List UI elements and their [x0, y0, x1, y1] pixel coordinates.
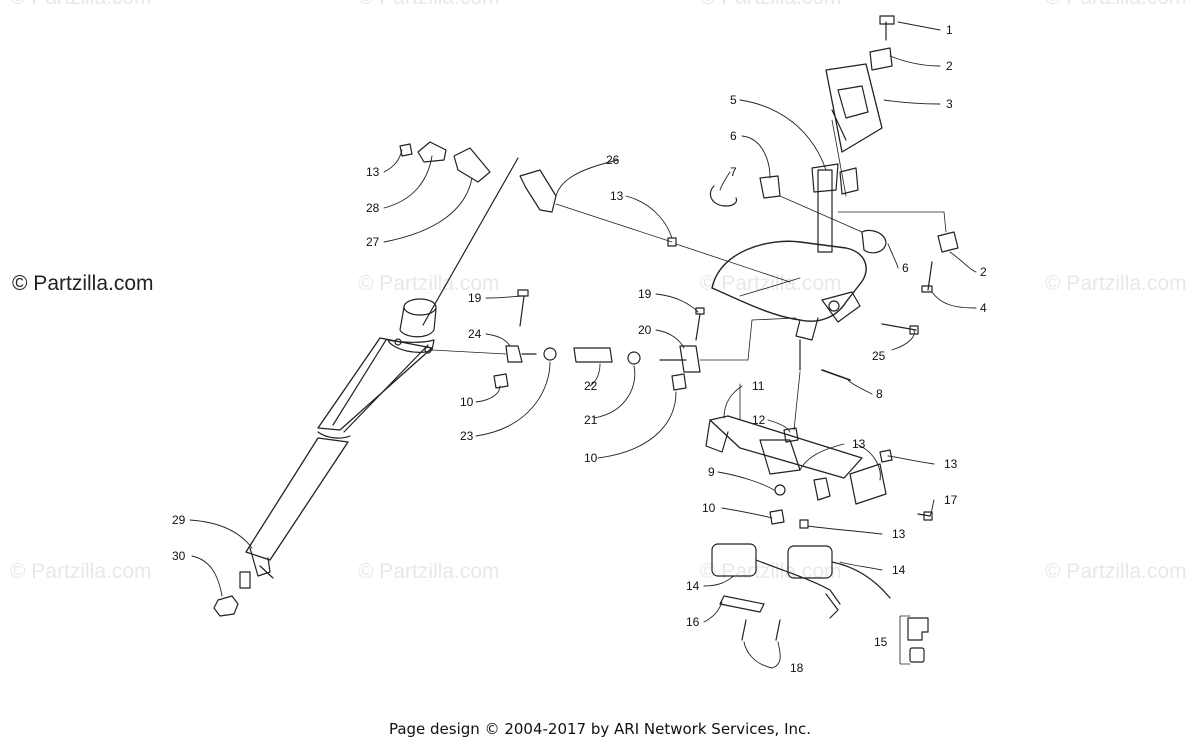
callout-9: 9: [708, 465, 715, 479]
callout-13: 13: [610, 189, 624, 203]
callout-25: 25: [872, 349, 886, 363]
callout-19: 19: [638, 287, 652, 301]
callout-23: 23: [460, 429, 474, 443]
callout-20: 20: [638, 323, 652, 337]
callout-14: 14: [892, 563, 906, 577]
callout-24: 24: [468, 327, 482, 341]
grip-heater-parts: [711, 543, 929, 665]
callout-3: 3: [946, 97, 953, 111]
page-footer: Page design © 2004-2017 by ARI Network S…: [388, 720, 812, 738]
steering-post-shaft: [245, 157, 519, 579]
tie-rod-end-parts: [399, 141, 791, 283]
callout-18: 18: [790, 661, 804, 675]
watermark: © Partzilla.com: [1045, 0, 1187, 10]
callout-12: 12: [752, 413, 766, 427]
watermark: © Partzilla.com: [358, 272, 500, 295]
watermark: © Partzilla.com: [1045, 272, 1187, 295]
callout-17: 17: [944, 493, 958, 507]
lower-steering-support: [705, 383, 933, 529]
callout-28: 28: [366, 201, 380, 215]
callout-22: 22: [584, 379, 598, 393]
bolt-and-pin-parts: [793, 323, 919, 431]
callout-8: 8: [876, 387, 883, 401]
callout-13: 13: [944, 457, 958, 471]
watermark: © Partzilla.com: [358, 560, 500, 583]
watermark: © Partzilla.com: [1045, 560, 1187, 583]
callout-2: 2: [980, 265, 987, 279]
brand-watermark: © Partzilla.com: [12, 272, 154, 295]
callout-2: 2: [946, 59, 953, 73]
callout-labels: 1 2 3 5 6 7 2 4 26 13 13 28 27 19 24 19 …: [172, 23, 987, 675]
callout-4: 4: [980, 301, 987, 315]
callout-5: 5: [730, 93, 737, 107]
steering-bracket-casting: [711, 163, 867, 341]
watermark: © Partzilla.com: [10, 0, 152, 10]
handlebar-clamp: [825, 15, 895, 197]
watermark: © Partzilla.com: [10, 560, 152, 583]
callout-15: 15: [874, 635, 888, 649]
callout-14: 14: [686, 579, 700, 593]
watermark: © Partzilla.com: [358, 0, 500, 10]
callout-10: 10: [460, 395, 474, 409]
callout-7: 7: [730, 165, 737, 179]
callout-leaders: [189, 21, 977, 669]
callout-10: 10: [584, 451, 598, 465]
callout-11: 11: [752, 379, 765, 393]
callout-13: 13: [852, 437, 866, 451]
callout-21: 21: [584, 413, 598, 427]
steering-linkage: [431, 289, 797, 391]
callout-6: 6: [902, 261, 909, 275]
callout-26: 26: [606, 153, 620, 167]
watermark: © Partzilla.com: [700, 0, 842, 10]
callout-13: 13: [366, 165, 380, 179]
callout-29: 29: [172, 513, 186, 527]
watermark: © Partzilla.com: [700, 272, 842, 295]
callout-16: 16: [686, 615, 700, 629]
watermark: © Partzilla.com: [700, 560, 842, 583]
callout-1: 1: [946, 23, 953, 37]
bushing-and-clip-parts: [709, 175, 959, 293]
callout-10: 10: [702, 501, 716, 515]
callout-6: 6: [730, 129, 737, 143]
callout-27: 27: [366, 235, 380, 249]
callout-13: 13: [892, 527, 906, 541]
callout-30: 30: [172, 549, 186, 563]
callout-19: 19: [468, 291, 482, 305]
part-30-nut: [213, 571, 251, 617]
